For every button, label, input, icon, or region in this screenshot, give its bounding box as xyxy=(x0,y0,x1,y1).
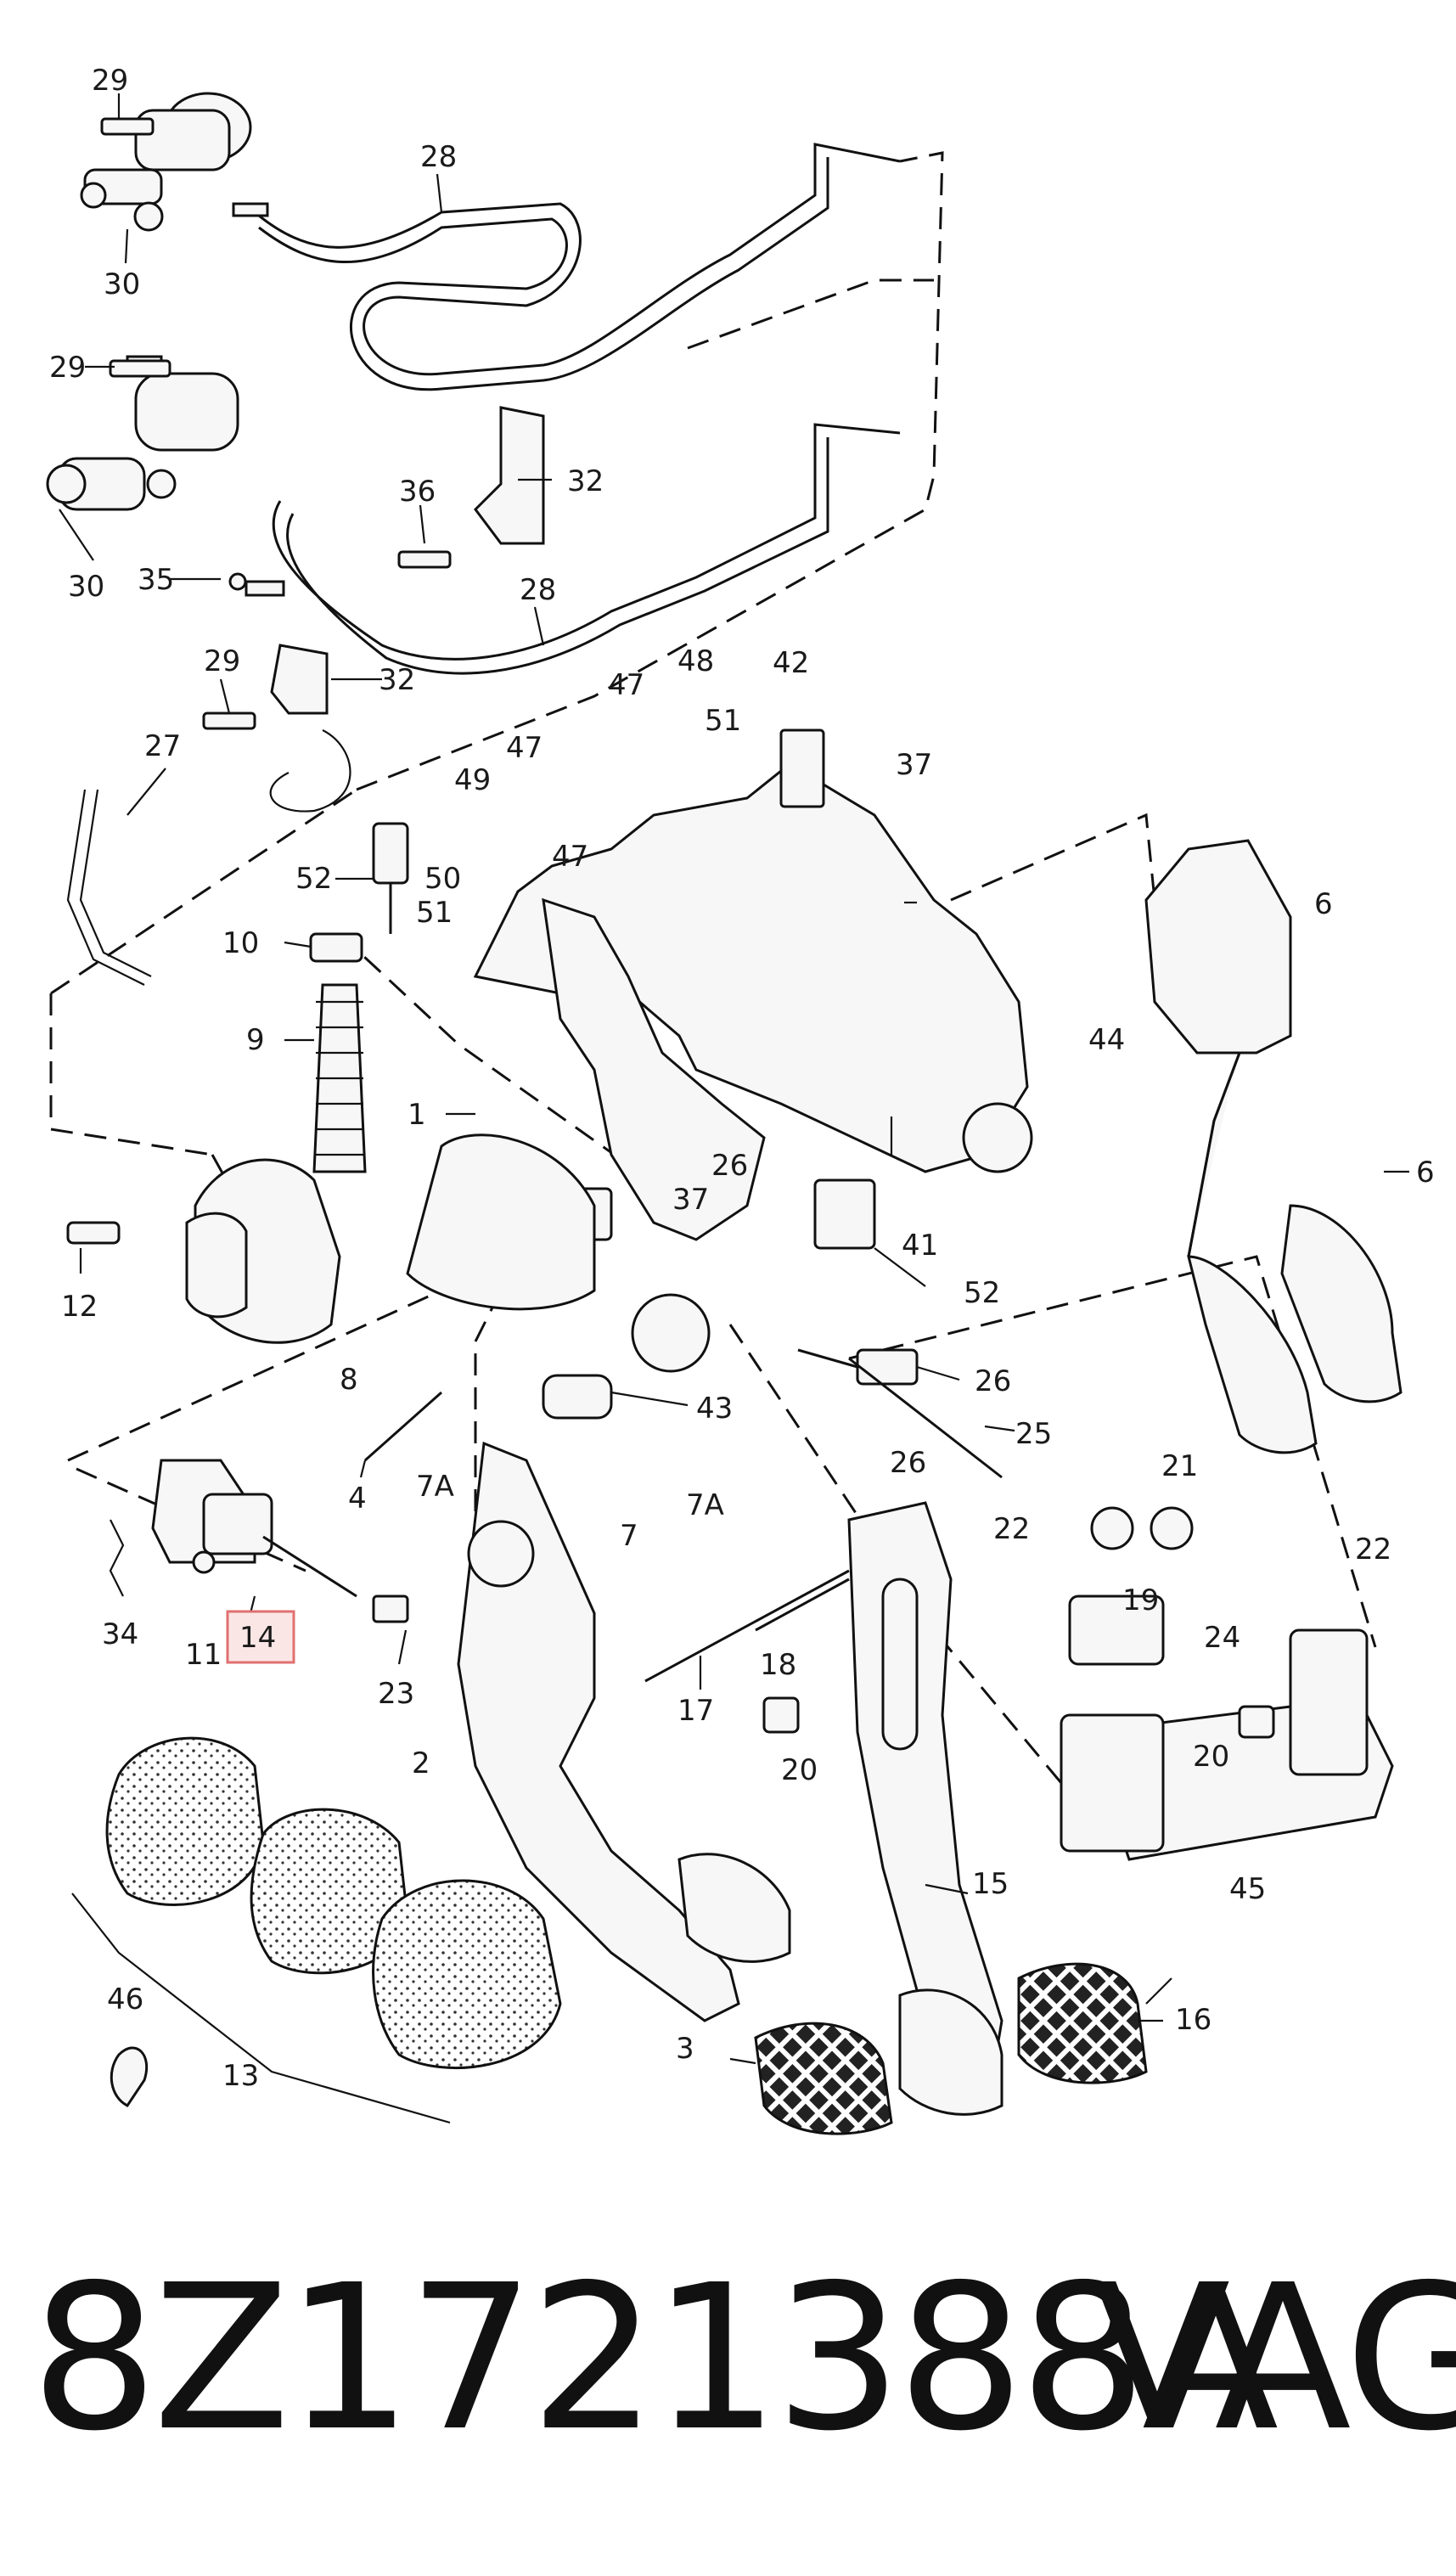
label-21: 21 xyxy=(1161,1449,1198,1483)
label-29: 29 xyxy=(204,644,240,678)
booster-12 xyxy=(66,1158,341,1344)
label-3: 3 xyxy=(676,2032,694,2066)
label-7: 7 xyxy=(620,1519,638,1553)
label-37: 37 xyxy=(896,748,932,782)
label-9: 9 xyxy=(246,1023,265,1057)
label-32: 32 xyxy=(567,464,604,498)
hydraulic-lines xyxy=(66,143,901,986)
label-26: 26 xyxy=(711,1149,748,1183)
label-45: 45 xyxy=(1229,1872,1266,1906)
label-20: 20 xyxy=(781,1753,818,1787)
label-52: 52 xyxy=(964,1276,1000,1310)
label-23: 23 xyxy=(378,1677,414,1711)
label-51: 51 xyxy=(705,704,741,738)
label-19: 19 xyxy=(1122,1583,1159,1617)
label-8: 8 xyxy=(340,1363,358,1397)
label-49: 49 xyxy=(454,763,491,797)
pedal-box-bracket xyxy=(406,728,1033,1373)
leader-lines xyxy=(59,93,1409,2065)
slave-cylinder-top xyxy=(80,92,269,232)
label-6: 6 xyxy=(1416,1156,1435,1190)
label-27: 27 xyxy=(144,729,181,763)
label-12: 12 xyxy=(61,1290,98,1324)
label-13: 13 xyxy=(222,2059,259,2093)
label-22: 22 xyxy=(993,1512,1030,1546)
label-26: 26 xyxy=(890,1446,926,1480)
label-22: 22 xyxy=(1355,1533,1391,1566)
label-41: 41 xyxy=(902,1229,938,1263)
label-50: 50 xyxy=(424,862,461,896)
label-29: 29 xyxy=(92,64,128,98)
brake-pedal-15 xyxy=(847,1501,1003,2116)
label-37: 37 xyxy=(672,1183,709,1217)
label-16: 16 xyxy=(1175,2003,1211,2037)
label-24: 24 xyxy=(1204,1621,1240,1655)
label-11: 11 xyxy=(185,1638,222,1672)
label-47: 47 xyxy=(608,668,644,702)
accelerator-pedal-6 xyxy=(1144,839,1403,1454)
callout-labels: 29 28 30 29 36 32 30 35 28 29 32 27 47 4… xyxy=(49,64,1435,2093)
pedal-covers-13 xyxy=(71,1736,562,2124)
bracket-32-pair xyxy=(270,406,545,715)
label-6: 6 xyxy=(1314,887,1333,921)
label-10: 10 xyxy=(222,926,259,960)
label-2: 2 xyxy=(412,1746,430,1780)
label-34: 34 xyxy=(102,1617,138,1651)
brand-name: VAG xyxy=(1093,2241,1456,2475)
label-48: 48 xyxy=(677,644,714,678)
label-28: 28 xyxy=(520,573,556,607)
label-46: 46 xyxy=(107,1983,143,2016)
label-1: 1 xyxy=(408,1098,426,1132)
label-35: 35 xyxy=(138,563,174,597)
label-52: 52 xyxy=(295,862,332,896)
part-number: 8Z1721388A xyxy=(31,2241,1279,2475)
rods-and-bolts xyxy=(364,1357,1394,1861)
label-14: 14 xyxy=(239,1621,276,1655)
label-30: 30 xyxy=(68,570,104,604)
label-47: 47 xyxy=(552,840,588,874)
label-32: 32 xyxy=(379,663,415,697)
label-28: 28 xyxy=(420,140,457,174)
label-25: 25 xyxy=(1015,1417,1052,1451)
label-20: 20 xyxy=(1193,1740,1229,1774)
label-44: 44 xyxy=(1088,1023,1125,1057)
label-7A: 7A xyxy=(416,1470,454,1504)
label-18: 18 xyxy=(760,1648,796,1682)
label-7A: 7A xyxy=(686,1488,724,1522)
label-29: 29 xyxy=(49,351,86,385)
label-36: 36 xyxy=(399,475,436,509)
clutch-pedal-2 xyxy=(457,1441,791,2022)
highlight-box-14 xyxy=(226,1610,295,1664)
label-26: 26 xyxy=(975,1364,1011,1398)
label-42: 42 xyxy=(773,646,809,680)
label-15: 15 xyxy=(972,1867,1009,1901)
label-4: 4 xyxy=(348,1482,367,1516)
slave-cylinder-middle xyxy=(46,355,285,597)
label-30: 30 xyxy=(104,267,140,301)
master-cylinder xyxy=(109,1459,409,1623)
spring-boot-9 xyxy=(309,932,367,1173)
label-47: 47 xyxy=(506,731,542,765)
pedal-pads xyxy=(754,1962,1148,2135)
label-51: 51 xyxy=(416,896,453,930)
label-43: 43 xyxy=(696,1392,733,1426)
label-17: 17 xyxy=(677,1694,714,1728)
